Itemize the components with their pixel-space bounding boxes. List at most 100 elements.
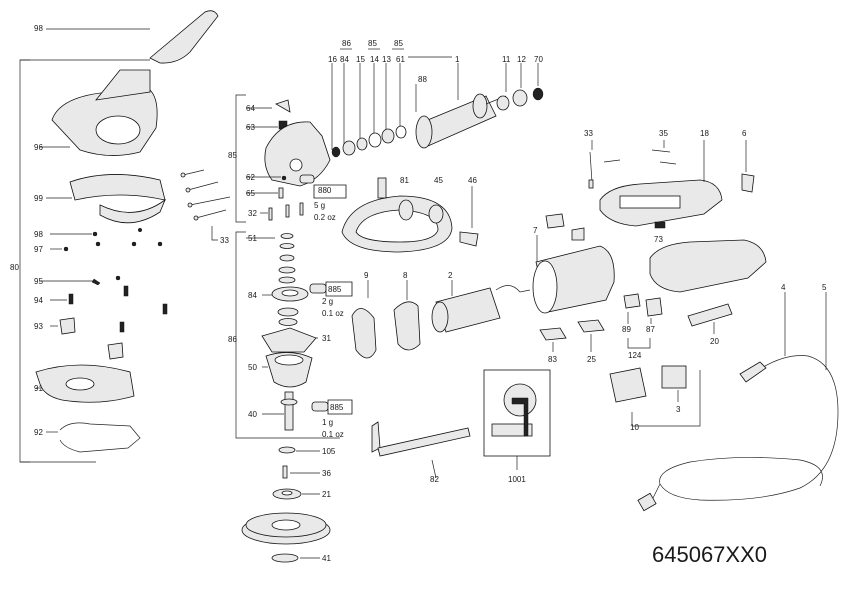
grease-tag-885-a: 885 2 g 0.1 oz (322, 281, 353, 318)
callout-2: 2 (448, 271, 453, 280)
svg-text:885: 885 (328, 285, 342, 294)
svg-text:885: 885 (330, 403, 344, 412)
callout-93: 93 (34, 322, 43, 331)
callout-85c: 85 (394, 39, 403, 48)
callout-98b: 98 (34, 230, 43, 239)
guard-assembly-group (19, 10, 219, 463)
callout-41: 41 (322, 554, 331, 563)
armature-row-group (331, 48, 544, 158)
grease-tube-885-b (311, 401, 329, 412)
callout-86a: 86 (228, 335, 237, 344)
callout-14: 14 (370, 55, 379, 64)
handle-half-part (649, 239, 767, 293)
callout-83: 83 (548, 355, 557, 364)
center-group (341, 177, 615, 479)
callout-105: 105 (322, 447, 336, 456)
callout-35: 35 (659, 129, 668, 138)
callout-99: 99 (34, 194, 43, 203)
callout-95: 95 (34, 277, 43, 286)
callout-124: 124 (628, 351, 642, 360)
callout-85a: 85 (228, 151, 237, 160)
instruction-card-part (483, 369, 551, 457)
callout-1001: 1001 (508, 475, 526, 484)
svg-text:0.1 oz: 0.1 oz (322, 309, 344, 318)
callout-18: 18 (700, 129, 709, 138)
callout-6: 6 (742, 129, 747, 138)
svg-text:1 g: 1 g (322, 418, 333, 427)
callout-31: 31 (322, 334, 331, 343)
callout-91: 91 (34, 384, 43, 393)
armature-part (415, 93, 507, 149)
grease-tube-885-a (309, 283, 327, 294)
callout-12: 12 (517, 55, 526, 64)
callout-85b: 85 (368, 39, 377, 48)
screws-33-part (180, 169, 231, 241)
callout-21: 21 (322, 490, 331, 499)
callout-46: 46 (468, 176, 477, 185)
callout-1: 1 (455, 55, 460, 64)
svg-text:0.1 oz: 0.1 oz (322, 430, 344, 439)
callout-62: 62 (246, 173, 255, 182)
callout-82: 82 (430, 475, 439, 484)
callout-33b: 33 (584, 129, 593, 138)
drawing-number: 645067XX0 (652, 542, 767, 567)
callout-33a: 33 (220, 236, 229, 245)
grease-tag-880: 880 5 g 0.2 oz (314, 186, 336, 222)
callout-40: 40 (248, 410, 257, 419)
callout-87: 87 (646, 325, 655, 334)
handle-half-18-part (599, 179, 723, 227)
guard-hood-part (40, 69, 158, 156)
motor-housing-part (532, 245, 615, 314)
callout-11: 11 (502, 55, 511, 64)
callout-80: 80 (10, 263, 19, 272)
callout-70: 70 (534, 55, 543, 64)
callout-51: 51 (248, 234, 257, 243)
callout-32: 32 (248, 209, 257, 218)
grease-tag-885-b: 885 1 g 0.1 oz (322, 399, 353, 439)
clamp-band-part (46, 174, 166, 224)
callout-88: 88 (418, 75, 427, 84)
gear-housing-part (264, 121, 331, 187)
callout-8: 8 (403, 271, 408, 280)
callout-3: 3 (676, 405, 681, 414)
callout-15: 15 (356, 55, 365, 64)
callout-97: 97 (34, 245, 43, 254)
callout-7: 7 (533, 226, 538, 235)
callout-94: 94 (34, 296, 43, 305)
callout-13: 13 (382, 55, 391, 64)
cup-wheel-part (241, 512, 331, 545)
svg-text:5 g: 5 g (314, 201, 325, 210)
callout-45: 45 (434, 176, 443, 185)
spindle-part (280, 391, 298, 431)
electronic-switch-part (609, 365, 687, 403)
callout-65: 65 (246, 189, 255, 198)
callout-10: 10 (630, 423, 639, 432)
svg-text:880: 880 (318, 186, 332, 195)
callout-84: 84 (248, 291, 257, 300)
callout-89: 89 (622, 325, 631, 334)
callout-81: 81 (400, 176, 409, 185)
bearing-flange-9-part (351, 308, 377, 359)
callout-9: 9 (364, 271, 369, 280)
switch-rocker-part (687, 303, 733, 327)
callout-98: 98 (34, 24, 43, 33)
callout-86b: 86 (342, 39, 351, 48)
callout-20: 20 (710, 337, 719, 346)
callout-92: 92 (34, 428, 43, 437)
spring-strip-part (59, 422, 141, 453)
label-pad-83 (539, 327, 567, 341)
callout-16: 16 (328, 55, 337, 64)
callout-84b: 84 (340, 55, 349, 64)
callout-63: 63 (246, 123, 255, 132)
callout-96: 96 (34, 143, 43, 152)
guard-skid-part (35, 364, 135, 403)
callout-64: 64 (246, 104, 255, 113)
callout-50: 50 (248, 363, 257, 372)
callout-73: 73 (654, 235, 663, 244)
fan-baffle-part (393, 301, 421, 351)
suction-nozzle-part (149, 10, 219, 64)
spindle-housing-part (265, 352, 313, 388)
side-handle-part (341, 177, 453, 253)
